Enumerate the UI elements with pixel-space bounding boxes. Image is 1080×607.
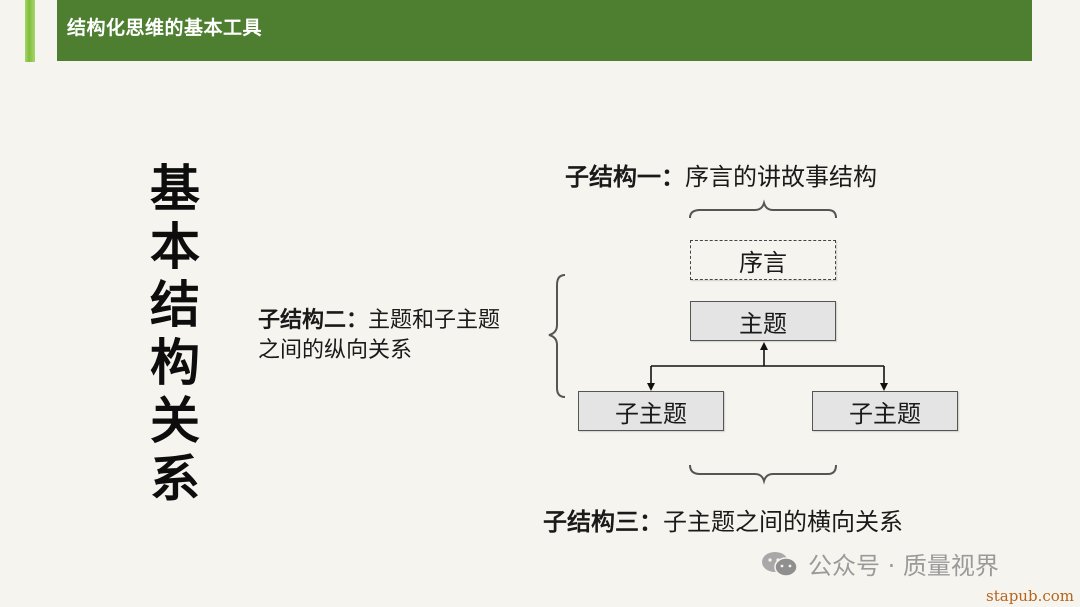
preface-box: 序言 <box>690 240 836 280</box>
watermark: 公众号 · 质量视界 <box>760 546 999 581</box>
substructure-three-label: 子结构三：子主题之间的横向关系 <box>543 502 903 537</box>
heading-char: 结 <box>150 276 200 334</box>
label-text: 序言的讲故事结构 <box>685 163 877 191</box>
header-accent-bar <box>25 0 35 62</box>
arrow-down-icon <box>647 383 655 391</box>
bottom-brace-icon <box>689 464 837 485</box>
vertical-heading: 基 本 结 构 关 系 <box>145 160 205 508</box>
heading-char: 构 <box>150 334 200 392</box>
topic-box: 主题 <box>690 301 836 341</box>
arrow-up-icon <box>760 342 768 350</box>
left-brace-icon <box>548 274 566 398</box>
slide-header: 结构化思维的基本工具 <box>57 0 1032 61</box>
label-text: 主题和子主题之间的纵向关系 <box>258 308 501 363</box>
watermark-text: 公众号 · 质量视界 <box>808 552 999 580</box>
substructure-two-label: 子结构二：主题和子主题之间的纵向关系 <box>258 306 518 366</box>
heading-char: 基 <box>150 160 200 218</box>
subtopic-box-left: 子主题 <box>578 391 724 431</box>
site-watermark: stapub.com <box>986 587 1074 605</box>
substructure-one-label: 子结构一：序言的讲故事结构 <box>565 157 877 192</box>
heading-char: 系 <box>150 450 200 508</box>
label-bold: 子结构二： <box>258 308 369 333</box>
heading-char: 关 <box>150 392 200 450</box>
label-bold: 子结构三： <box>543 508 663 536</box>
slide-title: 结构化思维的基本工具 <box>67 17 263 39</box>
arrow-down-icon <box>880 383 888 391</box>
top-brace-icon <box>689 199 837 219</box>
label-text: 子主题之间的横向关系 <box>663 508 903 536</box>
label-bold: 子结构一： <box>565 163 685 191</box>
heading-char: 本 <box>150 218 200 276</box>
subtopic-box-right: 子主题 <box>812 391 958 431</box>
wechat-icon <box>762 551 798 577</box>
